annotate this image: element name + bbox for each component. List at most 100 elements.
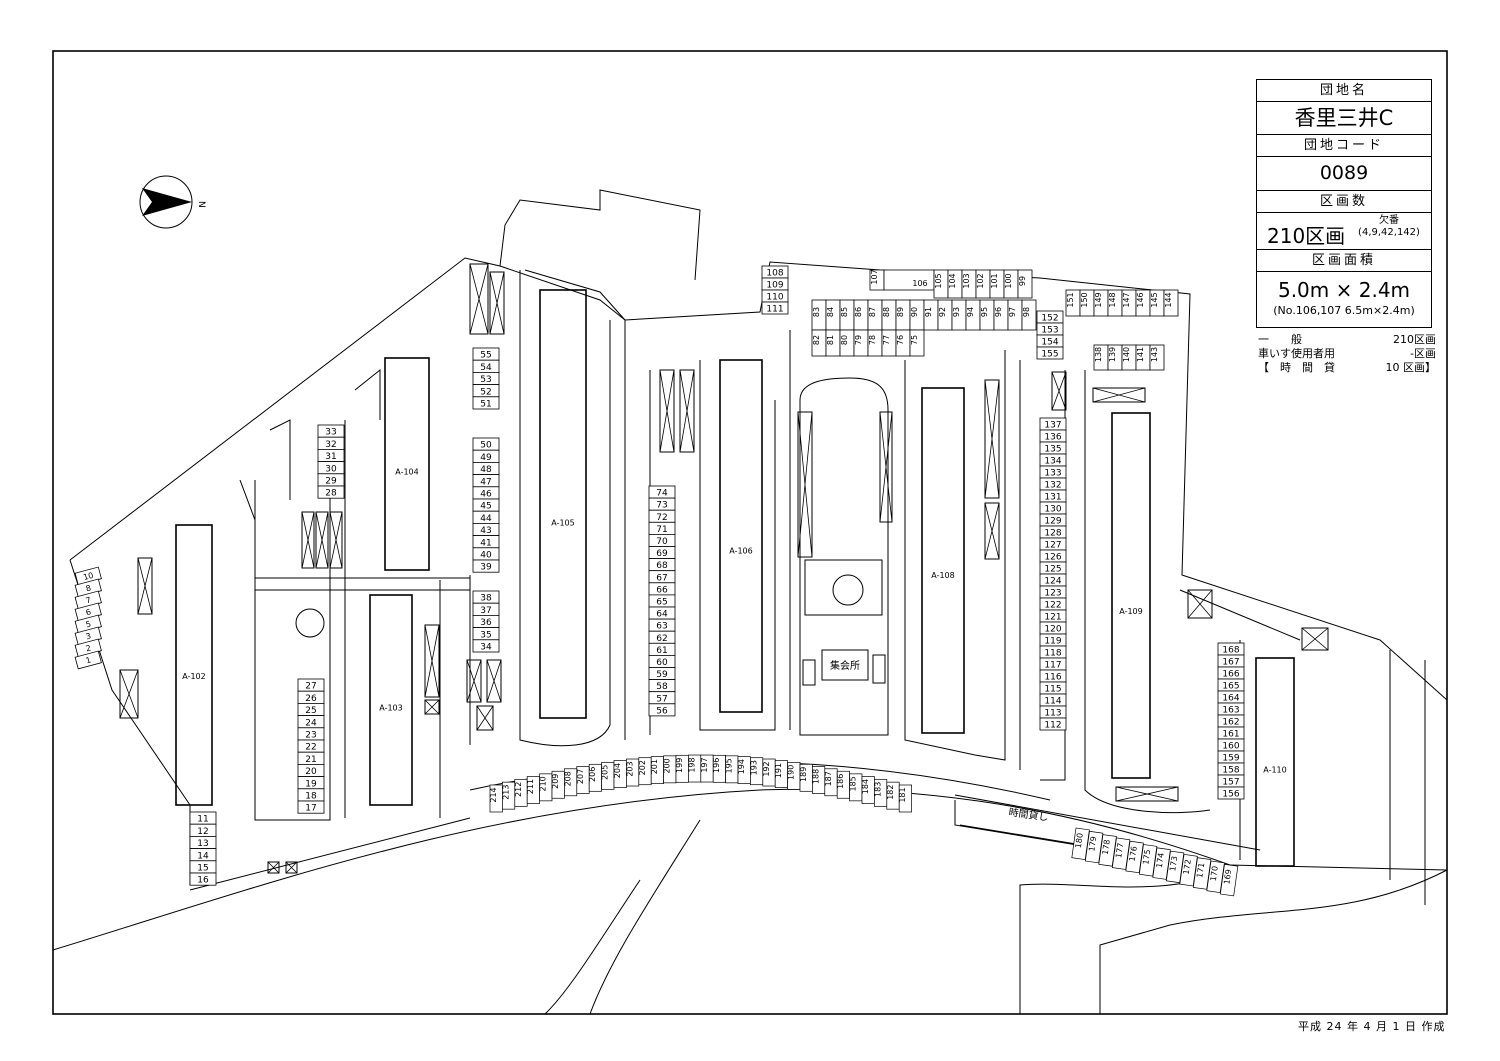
- parking-stall: 22: [297, 739, 325, 753]
- parking-stall: 176: [1125, 840, 1144, 874]
- parking-stall-number: 67: [656, 573, 667, 583]
- parking-stall: 45: [472, 498, 500, 512]
- parking-stall: 113: [1039, 705, 1067, 719]
- parking-stall: 171: [1192, 857, 1212, 890]
- parking-stall: 196: [712, 754, 726, 783]
- bicycle-storage-icon: [424, 624, 440, 698]
- parking-stall-number: 167: [1222, 658, 1239, 668]
- parking-stall: 85: [839, 299, 855, 331]
- parking-stall-number: 30: [325, 464, 337, 474]
- parking-stall-number: 23: [305, 731, 316, 741]
- parking-stall-number: 118: [1044, 649, 1061, 659]
- parking-stall-number: 189: [799, 767, 808, 782]
- parking-stall-number: 33: [325, 428, 336, 438]
- meeting-hall-box: [821, 649, 869, 681]
- parking-stall-number: 202: [638, 760, 647, 775]
- parking-stall: 144: [1163, 289, 1179, 317]
- bicycle-storage-icon: [301, 511, 315, 569]
- bicycle-storage-icon: [879, 411, 893, 523]
- parking-stall: 135: [1039, 441, 1067, 455]
- parking-stall: 167: [1217, 654, 1245, 668]
- parking-stall-number: 61: [656, 646, 667, 656]
- parking-stall-number: 31: [325, 452, 336, 462]
- summary-wheelchair: 車いす使用者用 -区画: [1258, 347, 1436, 361]
- parking-stall-number: 82: [812, 335, 821, 345]
- bicycle-storage-icon: [984, 502, 1000, 560]
- parking-stall-number: 105: [934, 273, 943, 288]
- parking-stall: 157: [1217, 774, 1245, 788]
- building-outline: [384, 357, 430, 571]
- parking-stall: 86: [853, 299, 869, 331]
- parking-stall-number: 112: [1044, 721, 1061, 731]
- bicycle-storage-icon: [285, 861, 298, 874]
- parking-stall: 115: [1039, 681, 1067, 695]
- parking-stall: 73: [648, 497, 676, 511]
- parking-stall-number: 99: [1018, 276, 1027, 286]
- parking-stall: 109: [761, 277, 789, 291]
- road-line: [1099, 869, 1448, 1014]
- parking-stall-number: 15: [197, 864, 208, 874]
- bicycle-storage-icon: [659, 369, 675, 453]
- parking-stall: 139: [1107, 344, 1123, 371]
- parking-stall: 143: [1149, 344, 1165, 371]
- parking-stall: 148: [1107, 289, 1123, 317]
- parking-stall-number: 97: [1008, 307, 1017, 317]
- parking-stall-number: 131: [1044, 493, 1061, 503]
- building-outline: [1111, 412, 1151, 779]
- parking-stall: 190: [787, 761, 801, 790]
- parking-stall-number: 89: [896, 307, 905, 317]
- parking-stall-number: 113: [1044, 709, 1061, 719]
- parking-stall-number: 195: [725, 758, 734, 773]
- bench-block: [802, 659, 816, 686]
- parking-stall-number: 122: [1044, 601, 1061, 611]
- lot-area: 5.0m × 2.4m (No.106,107 6.5m×2.4m): [1257, 272, 1431, 327]
- parking-stall: 67: [648, 570, 676, 583]
- parking-stall: 197: [700, 754, 714, 783]
- parking-stall: 194: [737, 756, 751, 784]
- parking-stall-number: 165: [1222, 682, 1239, 692]
- road-line: [544, 879, 641, 1015]
- parking-stall: 84: [825, 299, 841, 331]
- parking-stall-number: 128: [1044, 529, 1061, 539]
- parking-stall: 65: [648, 594, 676, 608]
- parking-stall-number: 18: [305, 792, 317, 802]
- parking-stall-number: 56: [656, 706, 668, 716]
- parking-stall-number: 35: [480, 630, 491, 640]
- parking-stall-number: 88: [882, 307, 891, 317]
- parking-stall: 107: [869, 269, 885, 291]
- parking-stall: 57: [648, 691, 676, 704]
- road-line: [589, 819, 701, 1015]
- parking-stall-number: 119: [1044, 637, 1061, 647]
- bicycle-storage-icon: [1092, 387, 1146, 403]
- parking-stall: 103: [961, 269, 977, 299]
- parking-stall-number: 158: [1222, 766, 1239, 776]
- parking-stall-number: 184: [861, 779, 870, 794]
- parking-stall: 39: [472, 559, 500, 573]
- parking-stall: 63: [648, 618, 676, 632]
- parking-stall-number: 78: [868, 335, 877, 345]
- parking-stall: 44: [472, 510, 500, 524]
- parking-stall-number: 19: [305, 779, 317, 789]
- parking-stall: 132: [1039, 477, 1067, 491]
- road-line: [954, 794, 1261, 851]
- parking-stall: 28: [317, 485, 345, 499]
- parking-stall: 165: [1217, 678, 1245, 692]
- parking-stall: 133: [1039, 465, 1067, 479]
- parking-stall: 192: [762, 758, 776, 787]
- parking-stall: 94: [965, 299, 981, 331]
- parking-stall: 189: [799, 763, 813, 792]
- parking-stall: 27: [297, 678, 325, 692]
- parking-stall-number: 125: [1044, 565, 1061, 575]
- parking-stall-number: 123: [1044, 589, 1061, 599]
- parking-stall-number: 139: [1108, 347, 1117, 362]
- bicycle-storage-icon: [119, 669, 139, 719]
- parking-stall-number: 193: [749, 760, 758, 775]
- parking-stall: 69: [648, 546, 676, 559]
- parking-stall: 14: [189, 848, 217, 861]
- bicycle-storage-icon: [137, 557, 153, 615]
- parking-stall-number: 213: [501, 785, 510, 800]
- missing-list: 4,9,42,142: [1361, 227, 1417, 238]
- parking-stall-number: 75: [910, 335, 919, 345]
- parking-stall-number: 196: [712, 758, 721, 773]
- parking-stall-number: 187: [824, 771, 833, 786]
